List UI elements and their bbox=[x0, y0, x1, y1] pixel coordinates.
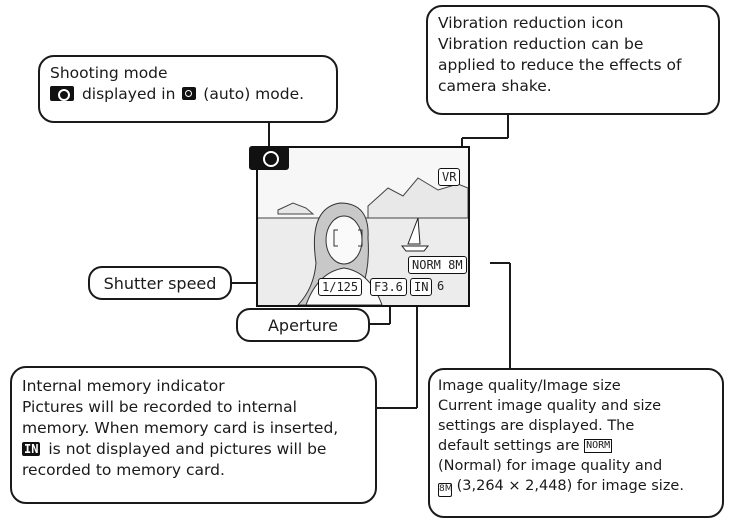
camera-screen: VR 1/125 F3.6 IN 6 NORM 8M bbox=[256, 146, 470, 307]
norm-quality-icon: NORM bbox=[584, 439, 613, 453]
quality-title: Image quality/Image size bbox=[438, 378, 621, 394]
quality-size-readout: NORM 8M bbox=[408, 256, 467, 274]
quality-text-line: 8M (3,264 × 2,448) for image size. bbox=[438, 476, 714, 497]
shooting-mode-description: displayed in (auto) mode. bbox=[50, 84, 326, 105]
image-size-icon: 8M bbox=[438, 483, 453, 497]
vibration-reduction-callout: Vibration reduction icon Vibration reduc… bbox=[426, 5, 720, 115]
internal-memory-readout: IN bbox=[410, 278, 433, 296]
memory-text-line: memory. When memory card is inserted, bbox=[22, 419, 339, 437]
vr-text-line: applied to reduce the effects of bbox=[438, 56, 682, 74]
auto-camera-icon bbox=[182, 87, 197, 100]
image-quality-size-callout: Image quality/Image size Current image q… bbox=[428, 368, 724, 518]
quality-text-line: Current image quality and size bbox=[438, 398, 662, 414]
memory-text-line: IN is not displayed and pictures will be bbox=[22, 440, 327, 458]
shooting-mode-callout: Shooting mode displayed in (auto) mode. bbox=[38, 55, 338, 123]
internal-memory-icon: IN bbox=[22, 442, 41, 456]
shutter-speed-callout: Shutter speed bbox=[88, 266, 232, 300]
aperture-readout: F3.6 bbox=[370, 278, 407, 296]
memory-text-line: Pictures will be recorded to internal bbox=[22, 398, 297, 416]
frames-remaining: 6 bbox=[437, 279, 445, 293]
quality-text-line: settings are displayed. The bbox=[438, 418, 635, 434]
shooting-mode-camera-icon bbox=[249, 146, 289, 170]
memory-title: Internal memory indicator bbox=[22, 377, 225, 395]
camera-icon bbox=[50, 86, 74, 101]
shutter-speed-readout: 1/125 bbox=[318, 278, 363, 296]
scene-illustration bbox=[258, 148, 469, 306]
vr-text-line: camera shake. bbox=[438, 77, 552, 95]
vr-indicator: VR bbox=[438, 168, 461, 186]
vr-text-line: Vibration reduction can be bbox=[438, 35, 644, 53]
quality-text-line: (Normal) for image quality and bbox=[438, 458, 663, 474]
internal-memory-callout: Internal memory indicator Pictures will … bbox=[10, 366, 377, 504]
shooting-mode-title: Shooting mode bbox=[50, 64, 168, 82]
memory-text-line: recorded to memory card. bbox=[22, 461, 225, 479]
aperture-callout: Aperture bbox=[236, 308, 370, 342]
quality-text-line: default settings are NORM bbox=[438, 438, 613, 454]
vr-title: Vibration reduction icon bbox=[438, 14, 624, 32]
